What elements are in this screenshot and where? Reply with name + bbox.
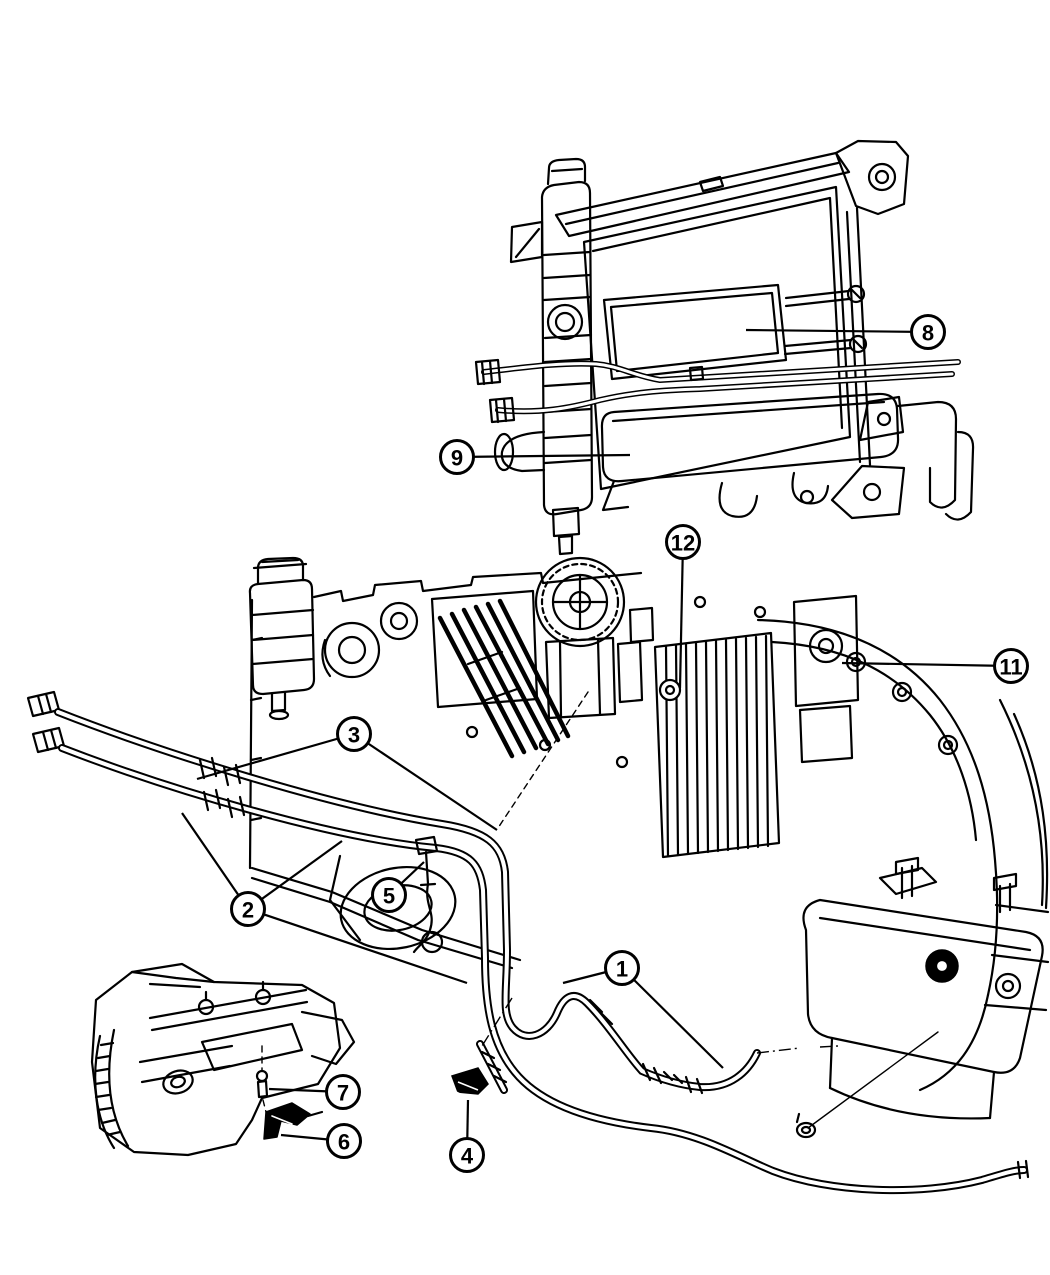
pressure-tube <box>54 708 761 1092</box>
callout-2-leader <box>247 907 468 985</box>
fuel-filter <box>534 556 626 648</box>
callout-8-balloon <box>910 314 946 350</box>
callout-1-leader <box>621 967 724 1069</box>
radiator-cooler-pipes <box>474 358 961 424</box>
oil-cooler-tubes <box>26 690 1030 1195</box>
callout-6-number: 6 <box>338 1130 350 1155</box>
transmission-oil-cooler <box>602 283 868 381</box>
callout-8: 8 <box>745 314 946 350</box>
tube-clamp <box>412 835 439 954</box>
callout-4-balloon <box>449 1137 485 1173</box>
callout-11-leader <box>841 661 1012 668</box>
callout-3-number: 3 <box>348 723 360 748</box>
callout-1-balloon <box>604 950 640 986</box>
callout-9-balloon <box>439 439 475 475</box>
callout-2-leader <box>247 840 343 910</box>
transmission-oil-pan <box>802 856 1044 1120</box>
callout-7-balloon <box>325 1074 361 1110</box>
callout-9-leader <box>456 453 631 459</box>
callout-1: 1 <box>562 950 724 1069</box>
callout-6: 6 <box>280 1123 362 1159</box>
callout-12-leader <box>678 541 685 689</box>
callout-3-leader <box>196 732 355 781</box>
transmission-assembly <box>756 618 1050 1139</box>
callout-3-balloon <box>336 716 372 752</box>
power-steering-cooler <box>600 392 975 521</box>
callout-3-leader <box>353 733 498 831</box>
callout-2-balloon <box>230 891 266 927</box>
callout-1-number: 1 <box>616 957 628 982</box>
hose-clamp <box>451 997 513 1101</box>
callout-8-leader <box>745 328 929 334</box>
engine-oil-cooler <box>653 631 781 859</box>
callout-12-number: 12 <box>671 531 695 556</box>
callout-11-number: 11 <box>999 655 1022 680</box>
radiator-left-tank <box>540 180 594 516</box>
callout-3: 3 <box>196 716 498 831</box>
callout-12: 12 <box>665 524 701 689</box>
callout-6-balloon <box>326 1123 362 1159</box>
callout-9-number: 9 <box>451 446 463 471</box>
callout-4: 4 <box>449 1099 485 1173</box>
callout-7-number: 7 <box>337 1081 349 1106</box>
callout-8-number: 8 <box>922 321 934 346</box>
radiator-assembly <box>493 139 910 556</box>
sensor-bracket <box>263 1102 324 1140</box>
callout-12-balloon <box>665 524 701 560</box>
callout-5-number: 5 <box>383 884 395 909</box>
callout-5-balloon <box>371 877 407 913</box>
callout-5: 5 <box>371 861 425 913</box>
callout-2: 2 <box>181 812 468 985</box>
callout-4-number: 4 <box>461 1144 474 1169</box>
return-tube <box>58 744 1028 1195</box>
callout-2-number: 2 <box>242 898 254 923</box>
power-steering-reservoir <box>248 578 316 696</box>
callout-11-balloon <box>993 648 1029 684</box>
callout-11: 11 <box>841 648 1029 684</box>
pressure-sensor <box>255 1045 269 1113</box>
callout-7: 7 <box>268 1074 361 1110</box>
engine-left-view <box>90 962 356 1157</box>
callout-9: 9 <box>439 439 631 475</box>
callout-2-leader <box>181 812 249 910</box>
